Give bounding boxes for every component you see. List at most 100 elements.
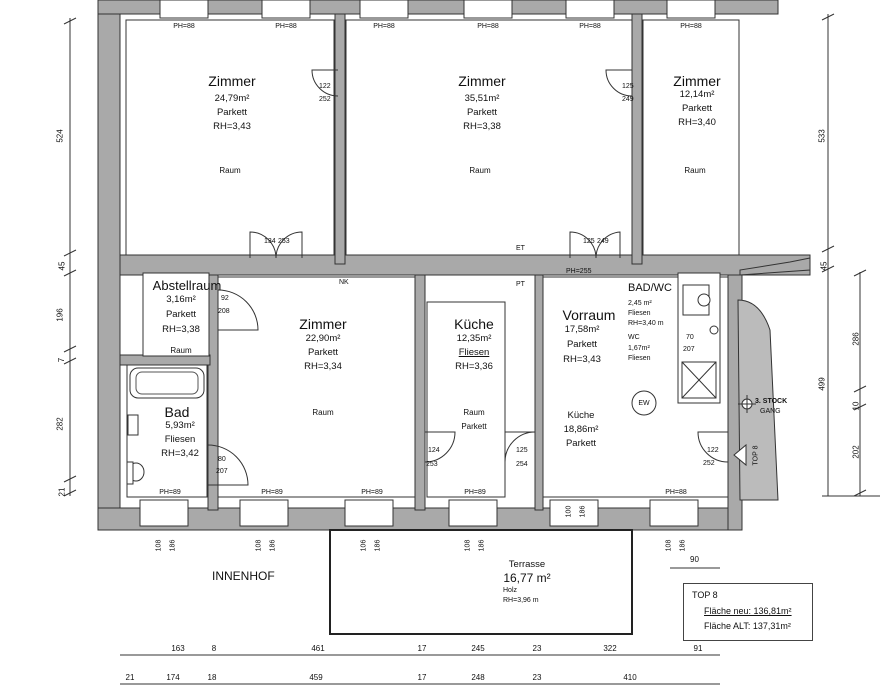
zimmer1-name: Zimmer [208, 73, 256, 89]
zimmer3-height: RH=3,40 [678, 117, 716, 128]
zimmer3-name: Zimmer [673, 73, 721, 89]
dim-bottom2-1: 21 [125, 673, 135, 682]
win6-a: 108 [665, 539, 673, 552]
room-zimmer2 [345, 19, 633, 256]
zimmer2-floor: Parkett [466, 107, 498, 118]
badwc-name: BAD/WC [628, 282, 672, 294]
zimmer3-floor: Parkett [681, 103, 713, 114]
zimmer4-type: Raum [312, 408, 334, 417]
door1-w: 122 [319, 83, 331, 90]
vorraum-sub-floor: Parkett [565, 438, 597, 449]
zimmer1-area: 24,79m² [214, 93, 250, 104]
dim-bottom1-7: 322 [603, 644, 617, 653]
zimmer3-area: 12,14m² [679, 89, 715, 100]
badwc-height: RH=3,40 m [628, 320, 664, 327]
ph-bottom-1: PH=89 [159, 489, 181, 496]
zimmer2-area: 35,51m² [464, 93, 500, 104]
door8-h: 254 [516, 461, 528, 468]
vorraum-sub-area: 18,86m² [563, 424, 599, 435]
win3-a: 106 [360, 539, 368, 552]
abstellraum-area: 3,16m² [166, 294, 196, 305]
dim-right-b2: 499 [817, 377, 827, 391]
door3-w: 134 [264, 238, 276, 245]
gang-label: GANG [760, 408, 781, 415]
kueche-area: 12,35m² [456, 333, 492, 344]
ph-nk: PH=255 [566, 268, 592, 275]
dim-right-b4: 202 [851, 445, 861, 459]
dim-left-2: 45 [57, 261, 67, 271]
zimmer2-type: Raum [469, 166, 491, 175]
dim-left-1: 524 [55, 129, 65, 143]
vorraum-sub: Küche [567, 410, 595, 421]
wc-floor: Fliesen [628, 355, 651, 362]
dim-bottom2-8: 410 [623, 673, 637, 682]
door4-w: 125 [583, 238, 595, 245]
dim-bottom1-2: 8 [211, 644, 217, 653]
wall-middle [119, 254, 811, 276]
dim-right-b3: 10 [851, 401, 861, 411]
ew-label: EW [638, 400, 650, 407]
zimmer4-name: Zimmer [299, 316, 347, 332]
dim-bottom2-5: 17 [417, 673, 427, 682]
wall-kueche-r [534, 274, 544, 511]
ph-bottom-5: PH=88 [665, 489, 687, 496]
ph-bottom-4: PH=89 [464, 489, 486, 496]
door2-w: 125 [622, 83, 634, 90]
door2-h: 249 [622, 96, 634, 103]
door1-h: 252 [319, 96, 331, 103]
terrasse-area: 16,77 m² [503, 571, 551, 585]
dim-bottom1-1: 163 [171, 644, 185, 653]
win3-b: 186 [374, 539, 382, 552]
nk-label: NK [339, 279, 349, 286]
dim-right-b1: 286 [851, 332, 861, 346]
door5-h: 208 [218, 308, 230, 315]
kueche-name: Küche [454, 316, 494, 332]
dim-right-a2: 45 [819, 261, 829, 271]
innenhof-label: INNENHOF [212, 569, 275, 583]
dim-bottom1-5: 245 [471, 644, 485, 653]
door7-w: 124 [428, 447, 440, 454]
vorraum-height: RH=3,43 [563, 354, 601, 365]
badwc-area: 2,45 m² [628, 300, 652, 307]
dim-bottom1-4: 17 [417, 644, 427, 653]
door5-w: 92 [221, 295, 229, 302]
abstellraum-name: Abstellraum [152, 278, 222, 293]
ph-top-6: PH=88 [680, 23, 702, 30]
ph-top-2: PH=88 [275, 23, 297, 30]
vorraum-floor: Parkett [566, 339, 598, 350]
ph-top-1: PH=88 [173, 23, 195, 30]
terrasse-height: RH=3,96 m [503, 597, 539, 604]
terrasse-floor: Holz [503, 587, 518, 594]
ph-top-3: PH=88 [373, 23, 395, 30]
door10-w: 70 [686, 334, 694, 341]
et-label: ET [516, 245, 525, 252]
dim-terrace: 90 [690, 555, 699, 564]
wall-left [97, 13, 121, 529]
abstellraum-type: Raum [170, 346, 192, 355]
ph-top-4: PH=88 [477, 23, 499, 30]
win4-a: 108 [464, 539, 472, 552]
abstellraum-floor: Parkett [165, 309, 197, 320]
door7-h: 253 [426, 461, 438, 468]
wall-gang [737, 299, 779, 501]
dim-left-4: 7 [57, 357, 67, 363]
bad-height: RH=3,42 [161, 448, 199, 459]
vorraum-name: Vorraum [562, 307, 616, 323]
room-zimmer4 [217, 276, 416, 498]
bad-name: Bad [164, 404, 190, 420]
dim-left-5: 282 [55, 417, 65, 431]
dim-bottom2-2: 174 [166, 673, 180, 682]
ph-top-5: PH=88 [579, 23, 601, 30]
dim-bottom2-3: 18 [207, 673, 217, 682]
dim-bottom1-8: 91 [693, 644, 703, 653]
kueche-floor: Fliesen [458, 347, 490, 358]
zimmer4-height: RH=3,34 [304, 361, 342, 372]
dim-right-a1: 533 [817, 129, 827, 143]
zimmer2-height: RH=3,38 [463, 121, 501, 132]
bathtub [129, 367, 205, 399]
zimmer1-height: RH=3,43 [213, 121, 251, 132]
badwc-floor: Fliesen [628, 310, 651, 317]
zimmer2-name: Zimmer [458, 73, 506, 89]
zimmer4-area: 22,90m² [305, 333, 341, 344]
